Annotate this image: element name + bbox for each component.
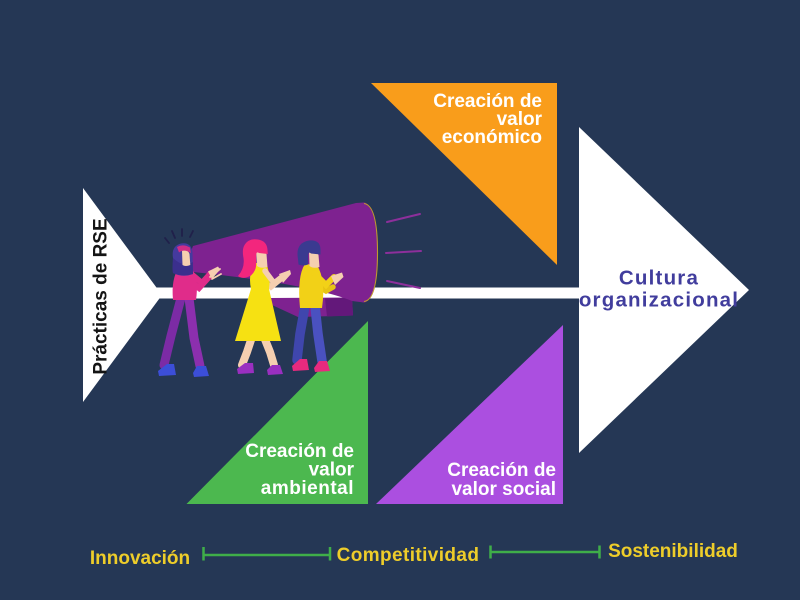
svg-text:Cultura: Cultura <box>619 267 699 290</box>
svg-text:Competitividad: Competitividad <box>337 545 480 566</box>
svg-text:valor social: valor social <box>451 479 556 500</box>
svg-text:Prácticas de RSE: Prácticas de RSE <box>91 218 112 374</box>
svg-text:ambiental: ambiental <box>261 478 354 499</box>
svg-text:Creación de: Creación de <box>245 441 354 462</box>
svg-text:Innovación: Innovación <box>90 548 190 569</box>
svg-text:organizacional: organizacional <box>579 289 739 312</box>
svg-text:valor: valor <box>309 460 355 481</box>
svg-text:económico: económico <box>442 127 542 148</box>
svg-text:Sostenibilidad: Sostenibilidad <box>608 541 738 562</box>
svg-text:Creación de: Creación de <box>447 460 556 481</box>
svg-text:valor: valor <box>497 109 543 130</box>
svg-text:Creación de: Creación de <box>433 91 542 112</box>
